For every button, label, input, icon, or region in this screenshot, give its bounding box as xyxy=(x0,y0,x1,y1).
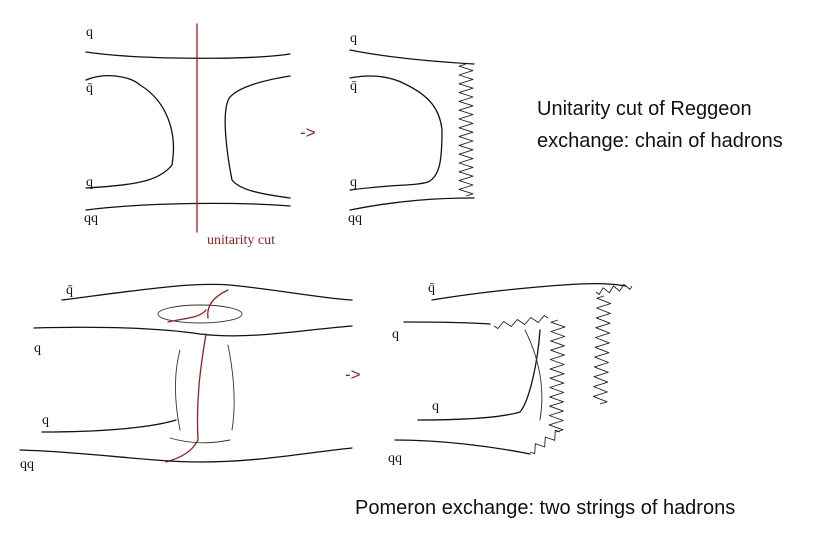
label-q-top: q xyxy=(86,25,93,40)
label-qbar: q̄ xyxy=(86,81,93,96)
quark-line-upper xyxy=(403,321,491,325)
reggeon-cut-diagram: q q̄ q qq unitarity cut xyxy=(84,23,291,248)
cut-string-vertical xyxy=(196,333,207,441)
antiquark-line xyxy=(431,282,627,301)
diquark-line xyxy=(85,202,291,211)
arrow-reggeon: -> xyxy=(300,123,316,142)
label-qbar: q̄ xyxy=(428,281,435,296)
cylinder-bottom xyxy=(169,437,231,444)
cylinder-side-right xyxy=(227,344,235,431)
label-q-lower: q xyxy=(42,413,49,428)
string-segment xyxy=(524,329,543,421)
arrow-pomeron: -> xyxy=(345,365,361,384)
reggeon-caption-line1: Unitarity cut of Reggeon xyxy=(537,98,752,120)
label-q-bottom: q xyxy=(86,175,93,190)
quark-line-upper xyxy=(33,325,353,337)
label-q-top: q xyxy=(350,31,357,46)
hadron-chain-zigzag-right-vertical xyxy=(592,295,612,405)
label-qq: qq xyxy=(20,457,34,472)
antiquark-line xyxy=(61,283,353,301)
antiquark-string-left xyxy=(349,75,443,191)
cut-string-top-b xyxy=(207,289,229,319)
reggeon-caption-line2: exchange: chain of hadrons xyxy=(537,130,783,152)
label-q-bottom: q xyxy=(350,175,357,190)
diquark-line xyxy=(394,439,531,455)
reggeon-result-diagram: q q̄ q qq xyxy=(348,31,475,226)
label-qq: qq xyxy=(84,211,98,226)
pomeron-caption: Pomeron exchange: two strings of hadrons xyxy=(355,497,735,519)
cylinder-side-left xyxy=(174,349,181,431)
cut-string-top-a xyxy=(167,309,207,323)
label-qbar: q̄ xyxy=(350,79,357,94)
diquark-line xyxy=(349,197,475,211)
unitarity-cut-label: unitarity cut xyxy=(207,233,275,248)
antiquark-line-left xyxy=(85,75,175,189)
cut-string-bottom xyxy=(165,439,199,463)
label-qq: qq xyxy=(388,451,402,466)
label-q-lower: q xyxy=(432,399,439,414)
hadron-chain-zigzag-vertical xyxy=(548,319,566,433)
label-qbar: q̄ xyxy=(66,283,73,298)
label-qq: qq xyxy=(348,211,362,226)
quark-line-top xyxy=(349,49,475,65)
quark-line-lower xyxy=(41,419,177,433)
hadron-chain-zigzag-top-right xyxy=(595,283,633,295)
label-q-upper: q xyxy=(392,327,399,342)
label-q-upper: q xyxy=(34,341,41,356)
hadron-chain-zigzag-lower xyxy=(529,429,561,455)
cylinder-ring xyxy=(157,304,243,324)
hadron-chain-zigzag-upper xyxy=(493,315,549,329)
antiquark-line-right xyxy=(224,75,291,199)
diquark-line xyxy=(19,447,353,463)
pomeron-result-diagram: q̄ q q qq xyxy=(388,281,633,466)
quark-line-top xyxy=(85,51,291,59)
pomeron-exchange-diagram: q̄ q q qq xyxy=(19,283,353,472)
hadron-chain-zigzag xyxy=(458,63,474,197)
